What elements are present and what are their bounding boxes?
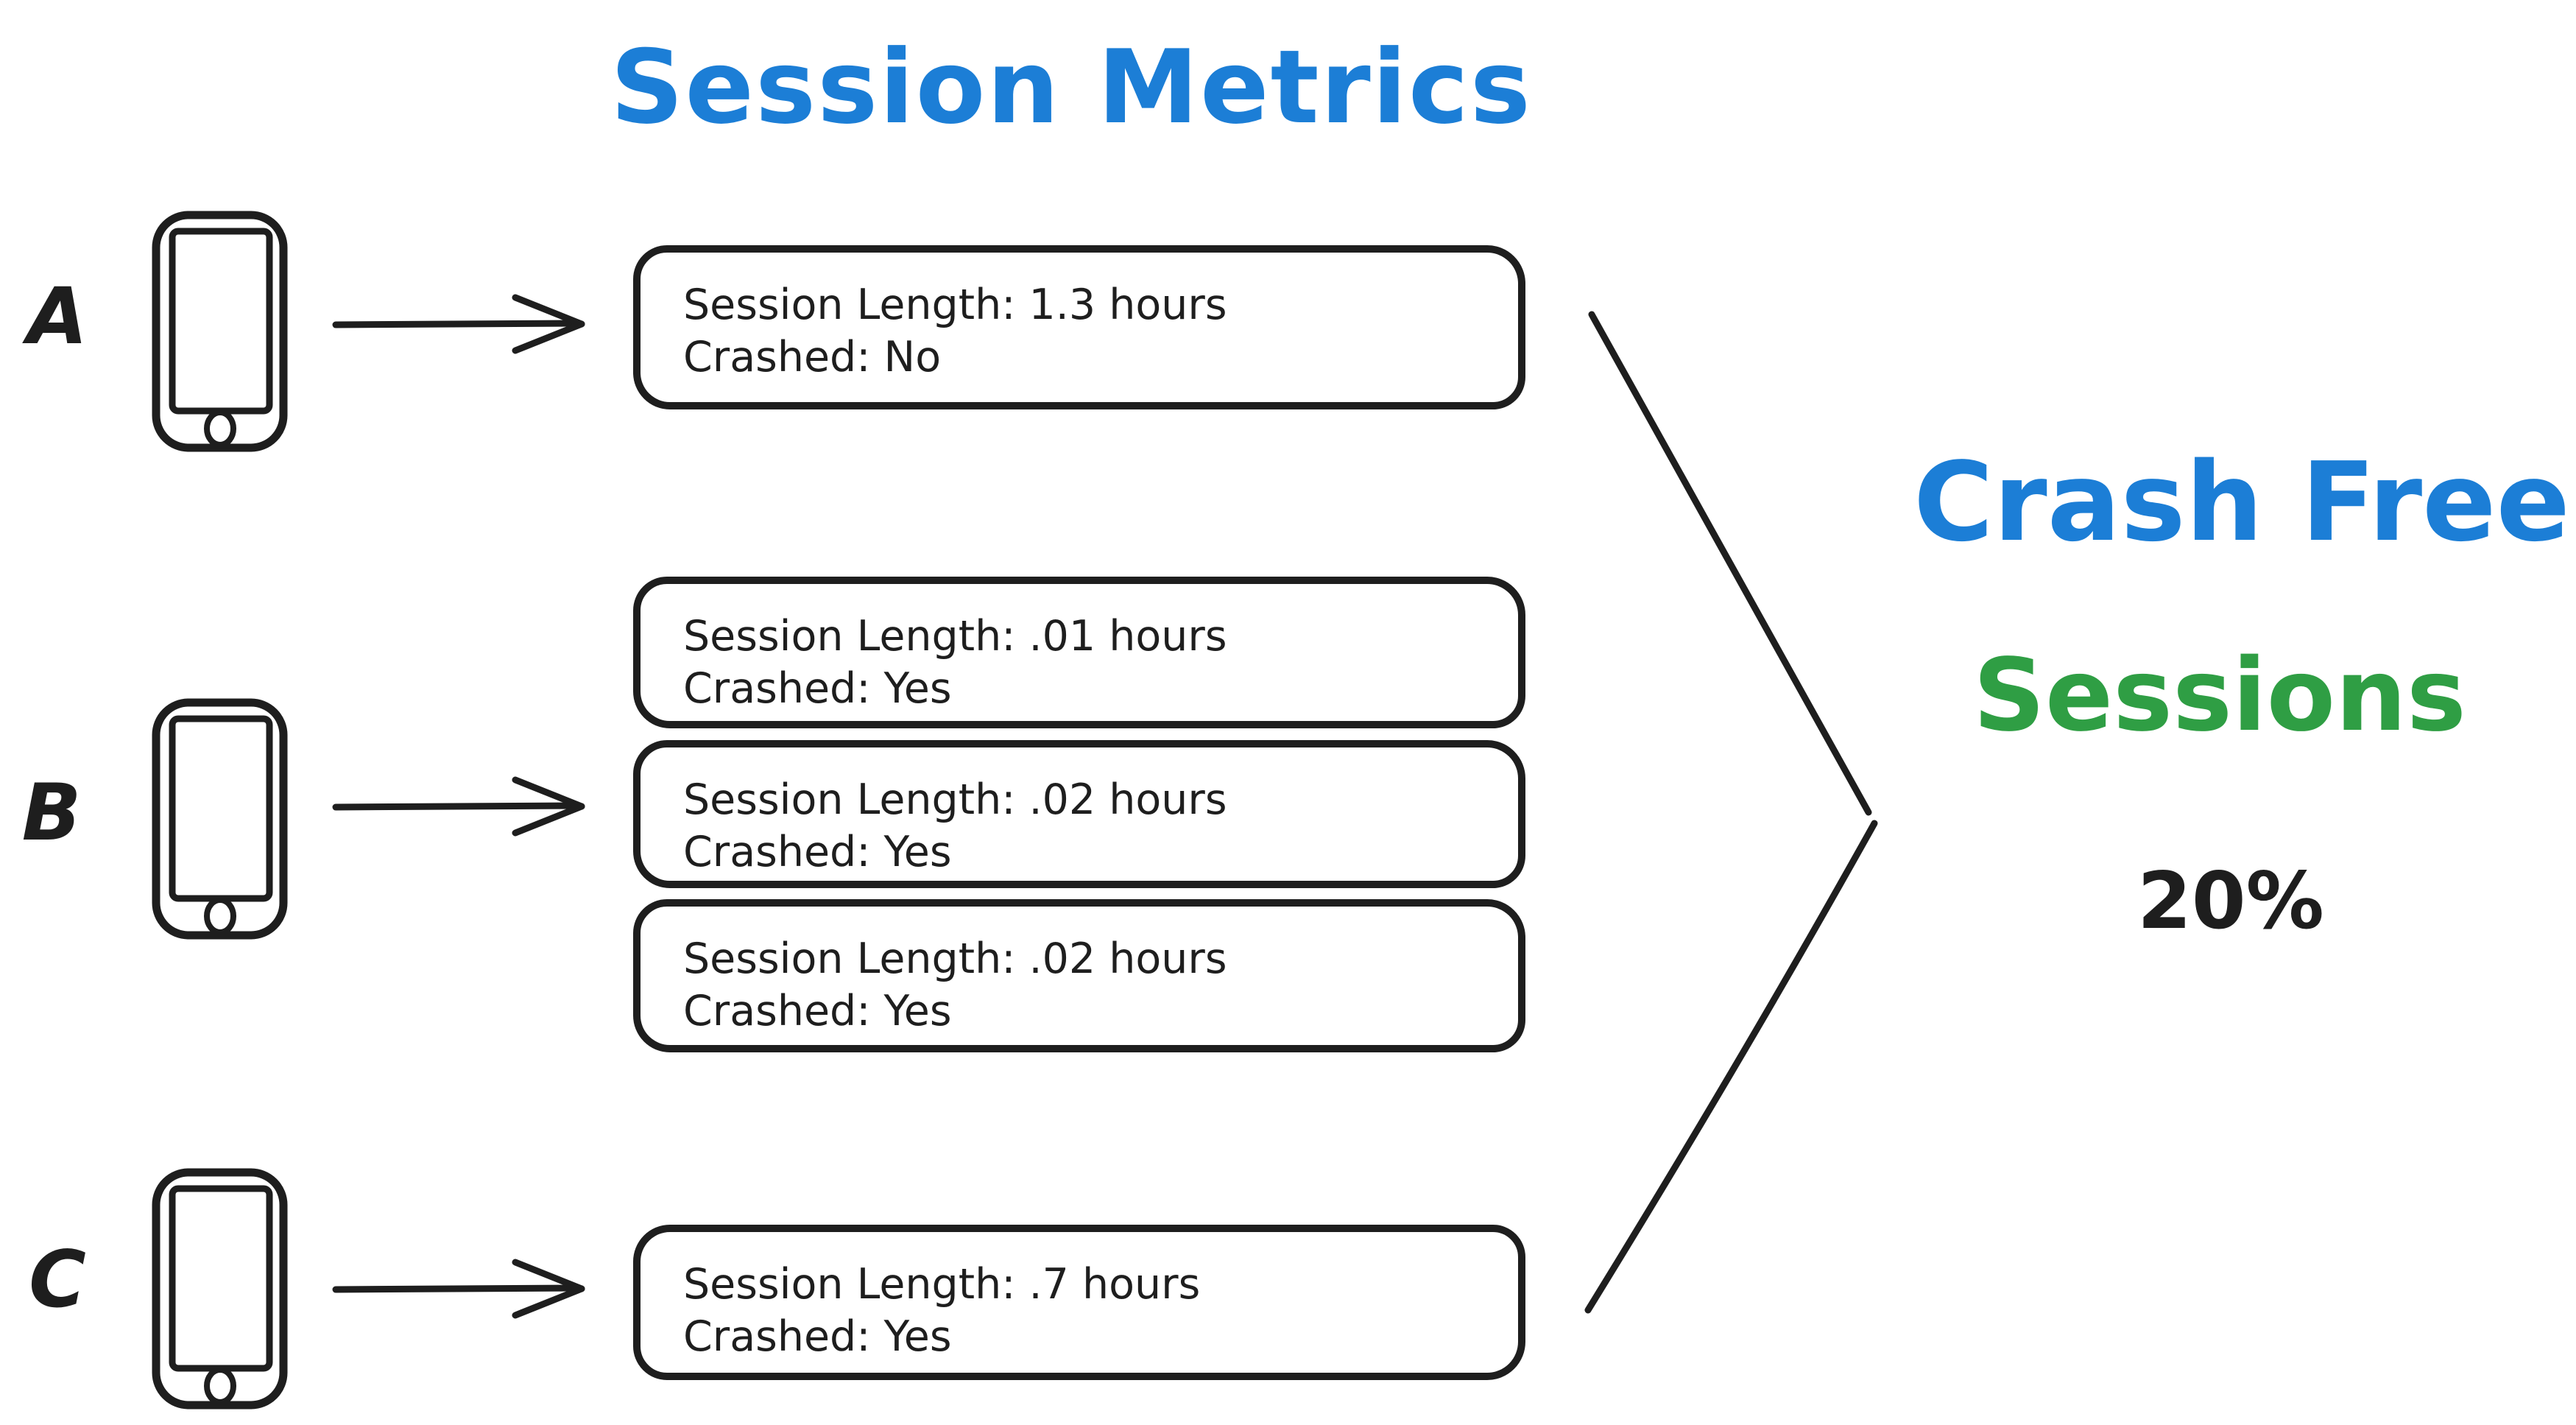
merge-chevron-lower bbox=[1584, 820, 1878, 1314]
device-label-a: A bbox=[27, 271, 88, 362]
session-box: Session Length: .02 hours Crashed: Yes bbox=[633, 740, 1525, 888]
arrow-right-icon bbox=[332, 294, 585, 354]
session-length-text: Session Length: .02 hours bbox=[683, 775, 1227, 824]
phone-home-button bbox=[204, 897, 236, 935]
phone-body bbox=[152, 698, 288, 940]
phone-screen bbox=[169, 715, 273, 902]
crashed-text: Crashed: Yes bbox=[683, 828, 952, 876]
phone-home-button bbox=[204, 409, 236, 448]
diagram-title: Session Metrics bbox=[610, 28, 1532, 147]
phone-screen bbox=[169, 1185, 273, 1372]
crashed-text: Crashed: No bbox=[683, 333, 942, 381]
crashed-text: Crashed: Yes bbox=[683, 664, 952, 713]
result-title-line2: Sessions bbox=[1973, 638, 2466, 754]
device-label-b: B bbox=[21, 767, 82, 858]
phone-icon bbox=[152, 211, 288, 452]
arrow-right-icon bbox=[332, 1259, 585, 1319]
phone-body bbox=[152, 211, 288, 452]
session-box: Session Length: .02 hours Crashed: Yes bbox=[633, 899, 1525, 1052]
result-title-line1: Crash Free bbox=[1913, 439, 2570, 566]
phone-screen bbox=[169, 228, 273, 415]
phone-icon bbox=[152, 698, 288, 940]
merge-chevron-upper bbox=[1588, 311, 1872, 816]
merge-chevron bbox=[1584, 311, 1878, 1314]
phone-home-button bbox=[204, 1367, 236, 1405]
phone-icon bbox=[152, 1168, 288, 1410]
session-length-text: Session Length: .7 hours bbox=[683, 1260, 1201, 1309]
crashed-text: Crashed: Yes bbox=[683, 987, 952, 1035]
device-label-c: C bbox=[29, 1234, 86, 1325]
session-box: Session Length: 1.3 hours Crashed: No bbox=[633, 245, 1525, 409]
phone-body bbox=[152, 1168, 288, 1410]
session-length-text: Session Length: 1.3 hours bbox=[683, 281, 1227, 329]
session-box: Session Length: .7 hours Crashed: Yes bbox=[633, 1225, 1525, 1380]
arrow-right-icon bbox=[332, 776, 585, 837]
result-percentage: 20% bbox=[2137, 856, 2324, 946]
crashed-text: Crashed: Yes bbox=[683, 1312, 952, 1361]
session-box: Session Length: .01 hours Crashed: Yes bbox=[633, 577, 1525, 728]
session-length-text: Session Length: .01 hours bbox=[683, 612, 1227, 661]
session-length-text: Session Length: .02 hours bbox=[683, 935, 1227, 983]
